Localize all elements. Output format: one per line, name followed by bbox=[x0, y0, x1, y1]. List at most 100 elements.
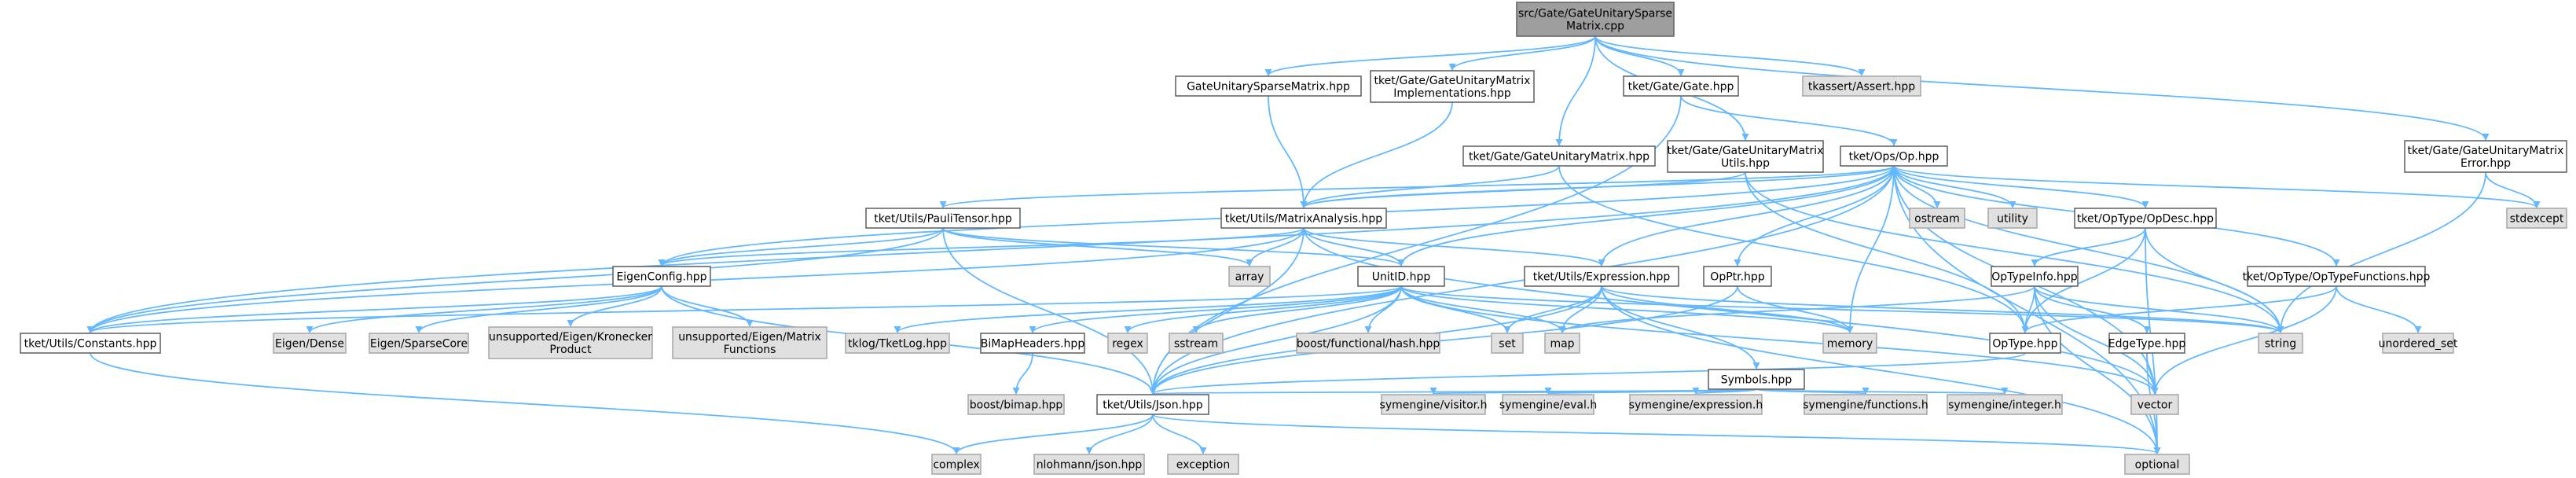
node-box bbox=[2247, 266, 2426, 287]
node-gate[interactable]: tket/Gate/Gate.hpp bbox=[1623, 75, 1739, 97]
node-gumi[interactable]: tket/Gate/GateUnitaryMatrixImplementatio… bbox=[1370, 70, 1535, 103]
edge-expr-to-optional bbox=[1601, 285, 2161, 454]
node-label: tket/Utils/Constants.hpp bbox=[24, 338, 157, 351]
node-complex: complex bbox=[931, 454, 982, 475]
node-box bbox=[2074, 208, 2217, 229]
node-box bbox=[1357, 266, 1445, 287]
node-label: tkassert/Assert.hpp bbox=[1808, 81, 1915, 94]
edge-eigencfg-to-matfn bbox=[661, 285, 754, 327]
node-box bbox=[1667, 140, 1824, 173]
node-regex: regex bbox=[1107, 333, 1148, 354]
node-optype[interactable]: OpType.hpp bbox=[1989, 333, 2061, 354]
node-label: tket/Utils/MatrixAnalysis.hpp bbox=[1225, 213, 1382, 226]
node-label: Eigen/SparseCore bbox=[370, 338, 468, 351]
node-gum[interactable]: tket/Gate/GateUnitaryMatrix.hpp bbox=[1462, 145, 1656, 167]
node-box bbox=[1491, 333, 1524, 354]
node-label: tket/Ops/Op.hpp bbox=[1849, 151, 1939, 164]
node-label: tket/Gate/GateUnitaryMatrix.hpp bbox=[1469, 151, 1649, 164]
node-edgetype[interactable]: EdgeType.hpp bbox=[2108, 333, 2186, 354]
edge-optype-to-json bbox=[1149, 352, 2026, 395]
node-label: symengine/expression.h bbox=[1629, 399, 1763, 412]
node-memory: memory bbox=[1822, 333, 1877, 354]
node-eigensparse: Eigen/SparseCore bbox=[369, 333, 469, 354]
node-constants[interactable]: tket/Utils/Constants.hpp bbox=[20, 333, 161, 354]
node-box bbox=[931, 454, 982, 475]
node-label: symengine/visitor.h bbox=[1380, 399, 1488, 412]
node-box bbox=[488, 326, 653, 359]
edge-gume-to-string bbox=[2277, 171, 2486, 333]
node-box bbox=[1947, 394, 2063, 415]
node-json[interactable]: tket/Utils/Json.hpp bbox=[1096, 394, 1209, 415]
edge-op-to-opdesc bbox=[1893, 165, 2149, 208]
node-opdesc[interactable]: tket/OpType/OpDesc.hpp bbox=[2074, 208, 2217, 229]
node-box bbox=[1169, 333, 1224, 354]
node-root[interactable]: src/Gate/GateUnitarySparseMatrix.cpp bbox=[1516, 2, 1675, 37]
node-label: array bbox=[1235, 271, 1264, 284]
node-set: set bbox=[1491, 333, 1524, 354]
edge-root-to-gate bbox=[1594, 35, 1685, 76]
node-label: Error.hpp bbox=[2460, 157, 2511, 170]
node-box bbox=[1516, 2, 1675, 37]
node-nlohmann: nlohmann/json.hpp bbox=[1033, 454, 1145, 475]
edge-optypefn-to-unordered bbox=[2336, 285, 2422, 333]
node-symfn: symengine/functions.h bbox=[1803, 394, 1928, 415]
edge-unitid-to-string bbox=[1400, 285, 2284, 333]
node-box bbox=[1220, 208, 1387, 229]
node-label: Utils.hpp bbox=[1721, 157, 1770, 170]
node-sstream: sstream bbox=[1169, 333, 1224, 354]
node-array: array bbox=[1228, 266, 1271, 287]
edge-eigencfg-to-kron bbox=[567, 285, 662, 327]
edge-json-to-nlohmann bbox=[1085, 414, 1154, 454]
node-pauli[interactable]: tket/Utils/PauliTensor.hpp bbox=[865, 208, 1021, 229]
edge-optypeinfo-to-vector bbox=[2034, 285, 2159, 395]
node-symbols[interactable]: Symbols.hpp bbox=[1708, 369, 1805, 390]
node-unitid[interactable]: UnitID.hpp bbox=[1357, 266, 1445, 287]
node-label: Product bbox=[549, 344, 592, 356]
node-op[interactable]: tket/Ops/Op.hpp bbox=[1840, 145, 1948, 167]
edge-matrix-to-expr bbox=[1303, 227, 1605, 267]
node-box bbox=[1544, 333, 1580, 354]
node-utility: utility bbox=[1987, 208, 2038, 229]
node-box bbox=[1703, 266, 1772, 287]
node-eigencfg[interactable]: EigenConfig.hpp bbox=[612, 266, 711, 287]
edge-opdesc-to-optypeinfo bbox=[2031, 227, 2146, 267]
node-exception: exception bbox=[1167, 454, 1239, 475]
node-label: string bbox=[2265, 338, 2296, 351]
edge-root-to-gusm bbox=[1264, 35, 1596, 76]
node-bimaph[interactable]: BiMapHeaders.hpp bbox=[980, 333, 1085, 354]
edge-optypeinfo-to-edgetype bbox=[2034, 285, 2151, 333]
edge-optypefn-to-vector bbox=[2151, 285, 2337, 395]
node-eigendense: Eigen/Dense bbox=[273, 333, 347, 354]
edge-root-to-gum bbox=[1555, 35, 1596, 146]
node-box bbox=[2404, 140, 2567, 173]
edge-matrix-to-vector bbox=[1303, 227, 2159, 395]
node-opptr[interactable]: OpPtr.hpp bbox=[1703, 266, 1772, 287]
node-label: set bbox=[1499, 338, 1516, 351]
node-box bbox=[2130, 394, 2179, 415]
node-matrix[interactable]: tket/Utils/MatrixAnalysis.hpp bbox=[1220, 208, 1387, 229]
node-box bbox=[1370, 70, 1535, 103]
node-gusm[interactable]: GateUnitarySparseMatrix.hpp bbox=[1175, 75, 1362, 97]
node-symint: symengine/integer.h bbox=[1947, 394, 2063, 415]
edge-unitid-to-regex bbox=[1124, 285, 1402, 333]
node-expr[interactable]: tket/Utils/Expression.hpp bbox=[1524, 266, 1679, 287]
edge-unitid-to-map bbox=[1400, 285, 1566, 333]
node-bimap: boost/bimap.hpp bbox=[967, 394, 1065, 415]
node-box bbox=[1296, 333, 1440, 354]
node-box bbox=[1802, 75, 1921, 97]
node-box bbox=[1804, 394, 1928, 415]
node-unordered: unordered_set bbox=[2379, 333, 2458, 354]
node-label: UnitID.hpp bbox=[1372, 271, 1431, 284]
node-optypeinfo[interactable]: OpTypeInfo.hpp bbox=[1991, 266, 2079, 287]
node-label: symengine/eval.h bbox=[1499, 399, 1597, 412]
node-label: unsupported/Eigen/Matrix bbox=[678, 331, 821, 344]
node-label: boost/bimap.hpp bbox=[970, 399, 1063, 412]
node-box bbox=[672, 326, 827, 359]
node-optypefn[interactable]: tket/OpType/OpTypeFunctions.hpp bbox=[2243, 266, 2431, 287]
node-label: vector bbox=[2137, 399, 2173, 412]
node-box bbox=[1502, 394, 1594, 415]
edge-op-to-matrix bbox=[1300, 165, 1895, 208]
node-box bbox=[612, 266, 711, 287]
